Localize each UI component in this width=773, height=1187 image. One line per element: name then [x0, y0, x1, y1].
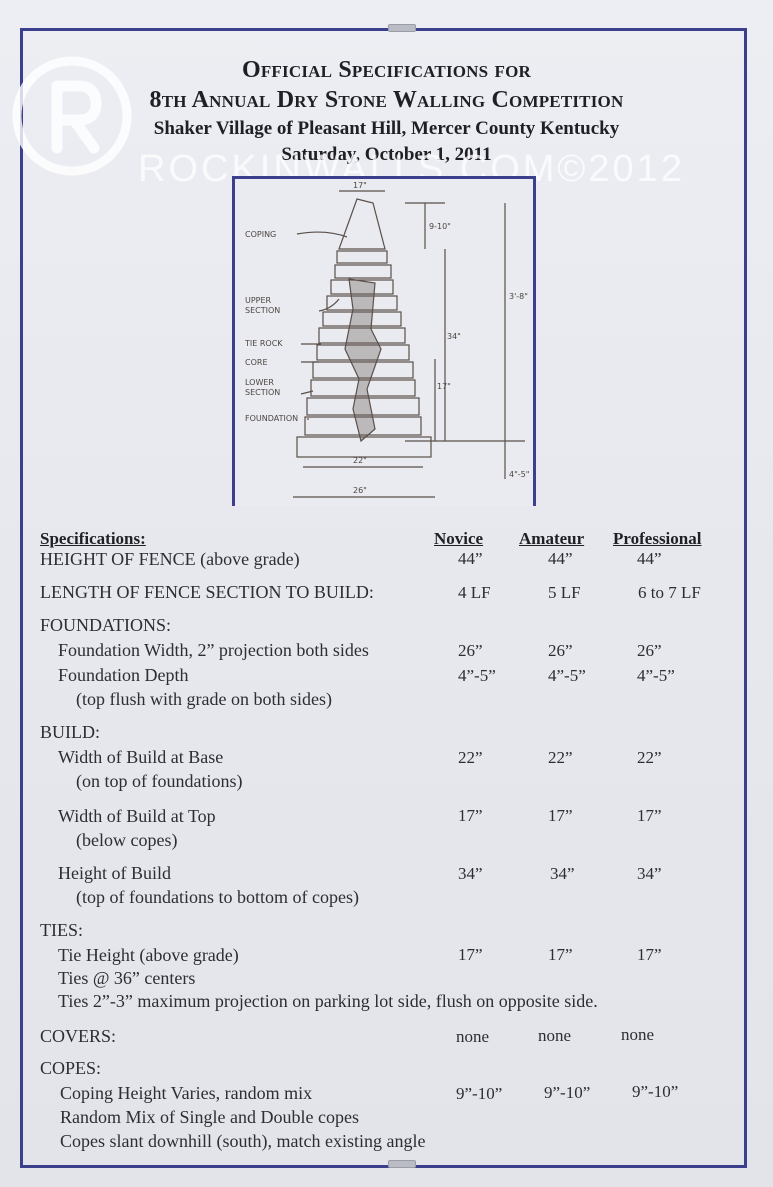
dim-top-width: 17" — [353, 181, 367, 190]
col-amateur: Amateur — [519, 529, 585, 548]
row-width-base-label: Width of Build at Base — [58, 747, 224, 767]
row-random-mix: Random Mix of Single and Double copes — [60, 1107, 359, 1127]
row-height-build-amateur: 34” — [550, 864, 575, 883]
wall-cross-section-drawing: COPING UPPER SECTION TIE ROCK CORE LOWER… — [232, 176, 536, 506]
row-width-top-pro: 17” — [637, 806, 662, 825]
label-lower-2: SECTION — [245, 388, 280, 397]
dim-total-height: 3'-8" — [509, 292, 528, 301]
row-ties-centers: Ties @ 36” centers — [58, 968, 196, 988]
row-height-fence-pro: 44” — [637, 549, 662, 568]
label-lower-1: LOWER — [245, 378, 274, 387]
row-height-build-novice: 34” — [458, 864, 483, 883]
row-found-width-pro: 26” — [637, 641, 662, 660]
title-line-2: 8th Annual Dry Stone Walling Competition — [149, 87, 624, 113]
row-tie-height-amateur: 17” — [548, 945, 573, 964]
row-height-build-label: Height of Build — [58, 863, 171, 883]
row-tie-height-novice: 17” — [458, 945, 483, 964]
section-copes: COPES: — [40, 1058, 102, 1078]
specifications-heading: Specifications: — [40, 529, 146, 548]
row-length-label: LENGTH OF FENCE SECTION TO BUILD: — [40, 582, 374, 602]
row-covers-novice: none — [456, 1027, 490, 1046]
dim-tie-height: 17" — [437, 382, 451, 391]
row-width-top-label: Width of Build at Top — [58, 806, 216, 826]
row-width-base-novice: 22” — [458, 748, 483, 767]
row-found-width-amateur: 26” — [548, 641, 573, 660]
row-coping-height-pro: 9”-10” — [632, 1082, 679, 1101]
page-border — [20, 28, 747, 1168]
section-foundations: FOUNDATIONS: — [40, 615, 172, 635]
row-found-width-label: Foundation Width, 2” projection both sid… — [58, 640, 369, 660]
row-width-top-novice: 17” — [458, 806, 483, 825]
row-found-depth-pro: 4”-5” — [637, 666, 675, 685]
row-width-base-note: (on top of foundations) — [76, 771, 243, 791]
row-height-build-note: (top of foundations to bottom of copes) — [76, 887, 359, 907]
label-upper-1: UPPER — [245, 296, 272, 305]
row-height-fence-amateur: 44” — [548, 549, 573, 568]
label-tie-rock: TIE ROCK — [244, 339, 283, 348]
row-found-depth-note: (top flush with grade on both sides) — [76, 689, 332, 709]
row-found-depth-label: Foundation Depth — [58, 665, 189, 685]
row-covers-pro: none — [621, 1025, 655, 1044]
dim-copes-height: 9-10" — [429, 222, 451, 231]
row-height-fence-novice: 44” — [458, 549, 483, 568]
row-found-depth-novice: 4”-5” — [458, 666, 496, 685]
label-core: CORE — [245, 358, 268, 367]
foundation-course — [296, 436, 432, 458]
row-ties-projection: Ties 2”-3” maximum projection on parking… — [58, 991, 598, 1011]
dim-base-width: 22" — [353, 456, 367, 465]
top-clip — [388, 24, 416, 32]
row-covers-label: COVERS: — [40, 1026, 117, 1046]
row-height-fence-label: HEIGHT OF FENCE (above grade) — [40, 549, 300, 569]
row-found-depth-amateur: 4”-5” — [548, 666, 586, 685]
dim-found-width: 26" — [353, 486, 367, 495]
section-ties: TIES: — [40, 920, 83, 940]
section-build: BUILD: — [40, 722, 100, 742]
dim-found-depth: 4"-5" — [509, 470, 529, 479]
row-coping-height-label: Coping Height Varies, random mix — [60, 1083, 313, 1103]
row-length-novice: 4 LF — [458, 583, 491, 602]
watermark-logo-icon — [12, 56, 132, 176]
row-width-top-amateur: 17” — [548, 806, 573, 825]
bottom-clip — [388, 1160, 416, 1168]
coping-stone — [338, 198, 386, 250]
row-tie-height-label: Tie Height (above grade) — [58, 945, 239, 965]
row-length-pro: 6 to 7 LF — [638, 583, 701, 602]
row-coping-height-novice: 9”-10” — [456, 1084, 503, 1103]
row-copes-slant: Copes slant downhill (south), match exis… — [60, 1131, 426, 1151]
row-height-build-pro: 34” — [637, 864, 662, 883]
date-line: Saturday, October 1, 2011 — [281, 144, 492, 165]
label-upper-2: SECTION — [245, 306, 280, 315]
row-tie-height-pro: 17” — [637, 945, 662, 964]
label-foundation: FOUNDATION — [245, 414, 298, 423]
col-professional: Professional — [613, 529, 702, 548]
dim-build-height: 34" — [447, 332, 461, 341]
title-line-1: Official Specifications for — [241, 57, 531, 83]
venue-line: Shaker Village of Pleasant Hill, Mercer … — [153, 118, 620, 139]
row-length-amateur: 5 LF — [548, 583, 581, 602]
row-width-base-amateur: 22” — [548, 748, 573, 767]
row-coping-height-amateur: 9”-10” — [544, 1083, 591, 1102]
wall-sketch: COPING UPPER SECTION TIE ROCK CORE LOWER… — [244, 181, 529, 498]
row-covers-amateur: none — [538, 1026, 572, 1045]
row-width-top-note: (below copes) — [76, 830, 178, 850]
row-found-width-novice: 26” — [458, 641, 483, 660]
label-coping: COPING — [245, 230, 276, 239]
col-novice: Novice — [434, 529, 484, 548]
row-width-base-pro: 22” — [637, 748, 662, 767]
